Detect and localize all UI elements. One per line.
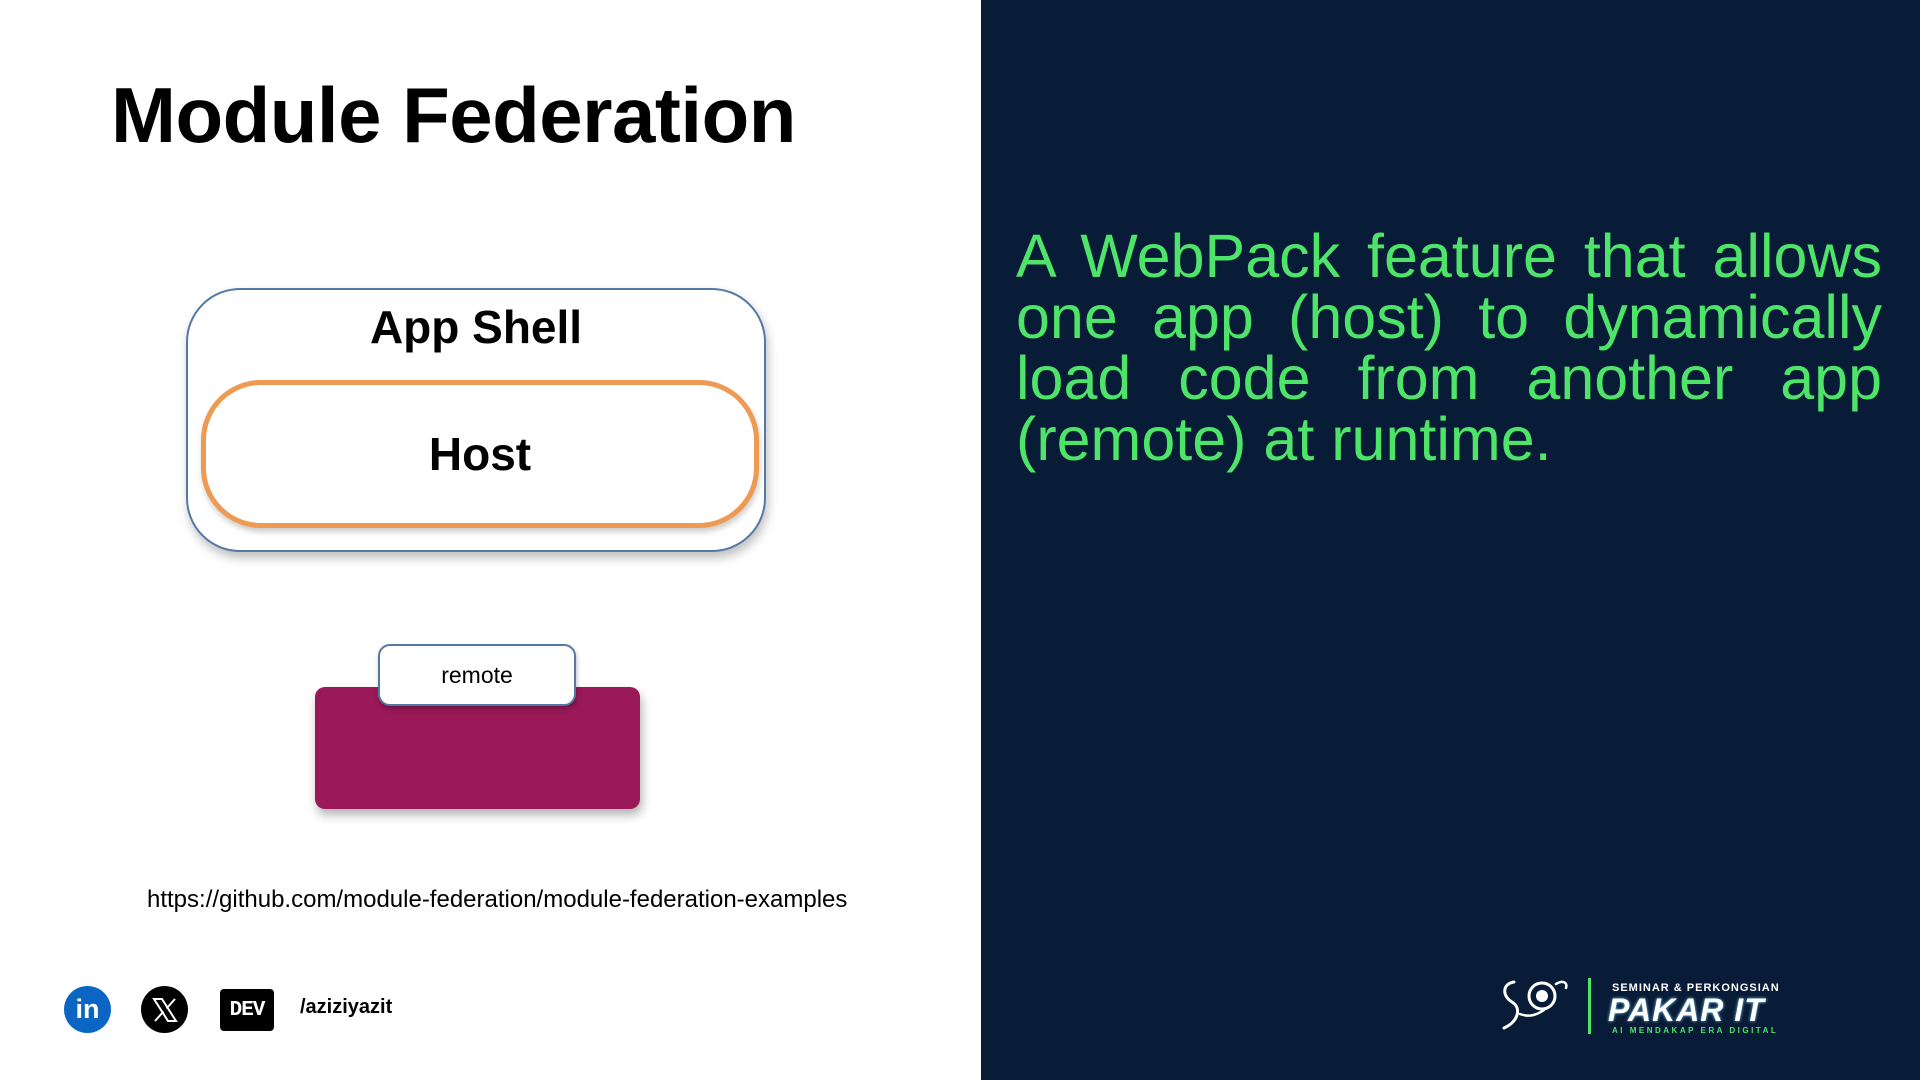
description-text: A WebPack feature that allows one app (h… [1016, 222, 1882, 473]
remote-tab: remote [378, 644, 576, 706]
host-label: Host [428, 428, 532, 480]
app-shell-box: App Shell Host [186, 288, 766, 552]
linkedin-icon[interactable]: in [64, 986, 111, 1033]
brand-top-text: SEMINAR & PERKONGSIAN [1612, 982, 1780, 994]
remote-block [315, 687, 640, 809]
social-handle: /aziziyazit [300, 996, 393, 1018]
brand-main-text: PAKAR IT [1608, 992, 1765, 1028]
brand-bottom-text: AI MENDAKAP ERA DIGITAL [1612, 1026, 1779, 1035]
dev-icon[interactable]: DEV [220, 989, 274, 1031]
app-shell-label: App Shell [369, 301, 583, 353]
linkedin-icon-text: in [75, 994, 100, 1024]
right-panel [981, 0, 1920, 1080]
x-icon[interactable] [141, 986, 188, 1033]
slide-title: Module Federation [111, 71, 796, 159]
x-logo-glyph [151, 997, 178, 1022]
dev-icon-text: DEV [229, 998, 266, 1022]
github-link[interactable]: https://github.com/module-federation/mod… [147, 886, 848, 913]
host-box: Host [201, 380, 759, 528]
pakar-it-logo: SEMINAR & PERKONGSIAN PAKAR IT AI MENDAK… [1496, 974, 1796, 1038]
brand-divider [1588, 978, 1591, 1034]
seminar-mark-icon [1502, 980, 1568, 1030]
remote-label: remote [441, 661, 513, 688]
